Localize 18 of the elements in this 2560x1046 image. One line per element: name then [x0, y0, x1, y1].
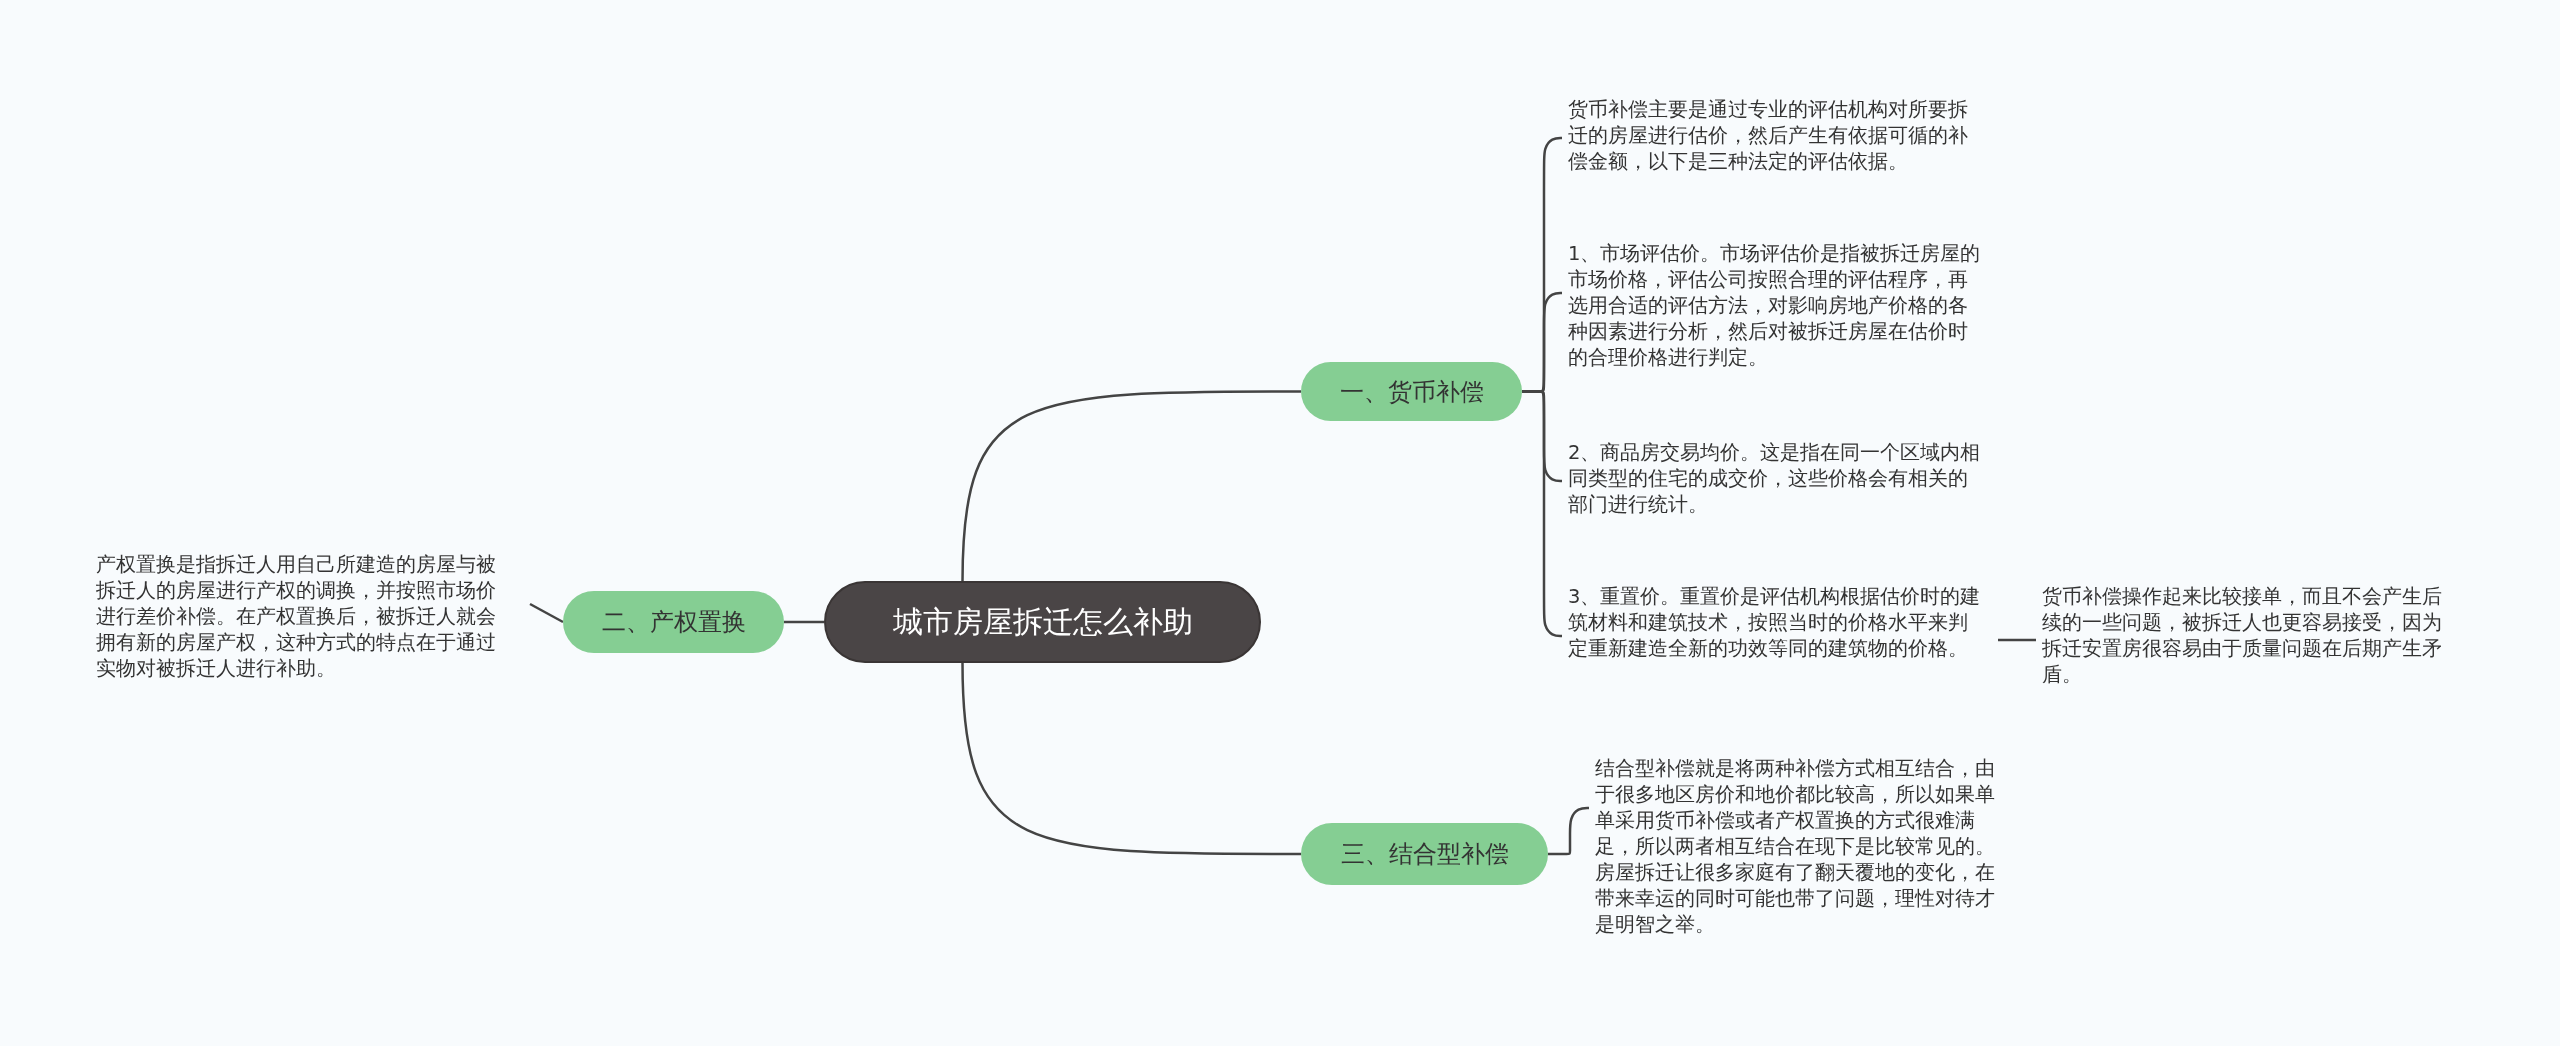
topic-text: 货币补偿主要是通过专业的评估机构对所要拆迁的房屋进行估价，然后产生有依据可循的补偿金额，以下是三种法定的评估依据。 [1568, 97, 1984, 175]
connector-line [961, 390, 1301, 582]
branch-topic: 一、货币补偿 [1301, 362, 1522, 421]
topic-text: 3、重置价。重置价是评估机构根据估价时的建筑材料和建筑技术，按照当时的价格水平来判定重新建造全新的功效等同的建筑物的价格。 [1568, 584, 1984, 662]
topic-text: 2、商品房交易均价。这是指在同一个区域内相同类型的住宅的成交价，这些价格会有相关的部门进行统计。 [1568, 440, 1984, 518]
connector-line [1522, 390, 1562, 638]
connector-line [1548, 806, 1589, 856]
connector-line [784, 620, 824, 624]
topic-text: 产权置换是指拆迁人用自己所建造的房屋与被拆迁人的房屋进行产权的调换，并按照市场价进行差价补偿。在产权置换后，被拆迁人就会拥有新的房屋产权，这种方式的特点在于通过实物对被拆迁人进行补助。 [96, 552, 512, 682]
topic-text: 货币补偿操作起来比较接单，而且不会产生后续的一些问题，被拆迁人也更容易接受，因为拆迁安置房很容易由于质量问题在后期产生矛盾。 [2042, 584, 2458, 688]
connector-line [961, 662, 1301, 856]
branch-topic: 三、结合型补偿 [1301, 823, 1548, 885]
topic-text: 结合型补偿就是将两种补偿方式相互结合，由于很多地区房价和地价都比较高，所以如果单单采用货币补偿或者产权置换的方式很难满足，所以两者相互结合在现下是比较常见的。房屋拆迁让很多家庭有了翻天覆地的变化，在带来幸运的同时可能也带了问题，理性对待才是明智之举。 [1595, 756, 2011, 938]
connector-line [1998, 638, 2036, 642]
root-topic: 城市房屋拆迁怎么补助 [824, 581, 1261, 663]
branch-topic: 二、产权置换 [563, 591, 784, 653]
topic-text: 1、市场评估价。市场评估价是指被拆迁房屋的市场价格，评估公司按照合理的评估程序，再选用合适的评估方法，对影响房地产价格的各种因素进行分析，然后对被拆迁房屋在估价时的合理价格进行判定。 [1568, 241, 1984, 371]
connector-line [529, 602, 564, 624]
